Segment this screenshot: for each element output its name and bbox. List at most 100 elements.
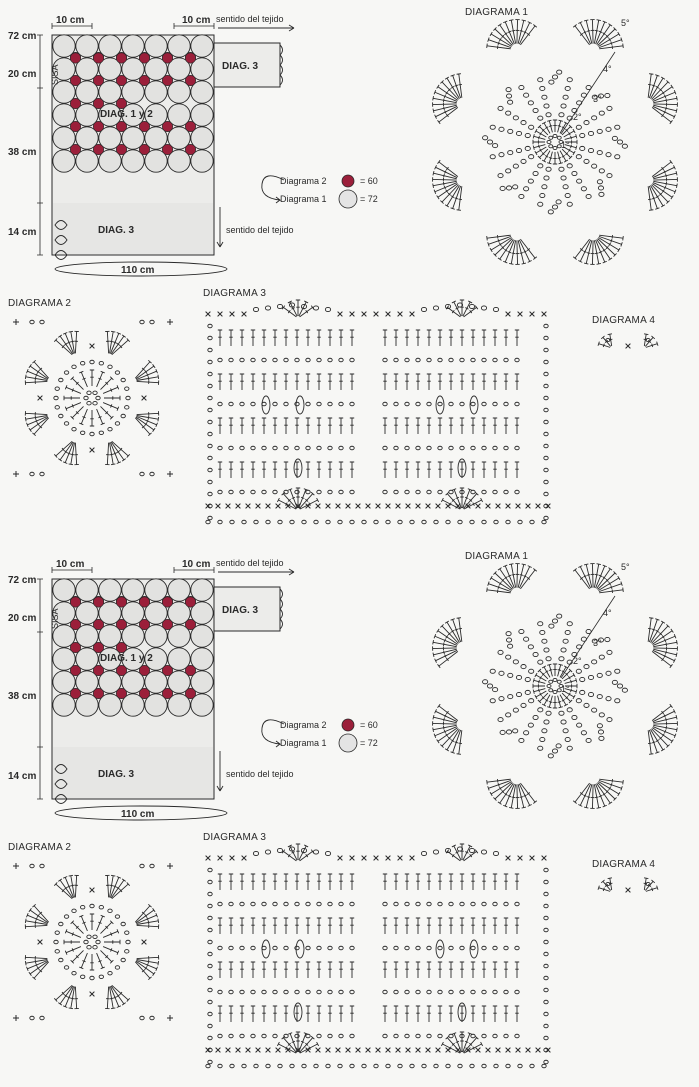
double-crochet-mark bbox=[250, 1005, 256, 1022]
motif-circle-diagrama-1 bbox=[98, 103, 122, 127]
chain-stitch-mark bbox=[71, 364, 77, 370]
chain-stitch-mark bbox=[587, 692, 595, 698]
chain-stitch-mark bbox=[543, 1035, 549, 1041]
chain-stitch-mark bbox=[507, 694, 514, 700]
chain-stitch-mark bbox=[301, 519, 307, 525]
chain-stitch-mark bbox=[543, 927, 549, 933]
chain-stitch-mark bbox=[98, 905, 104, 910]
dim-line-top-right bbox=[173, 567, 215, 573]
chain-stitch-mark bbox=[313, 519, 319, 525]
motif-circle-diagrama-1 bbox=[167, 693, 191, 717]
motif-circle-diagrama-1 bbox=[52, 149, 76, 173]
chain-stitch-mark bbox=[505, 1063, 511, 1069]
chain-stitch-mark bbox=[560, 175, 567, 181]
double-crochet-mark bbox=[239, 329, 245, 346]
double-crochet-mark bbox=[515, 240, 520, 265]
double-crochet-mark bbox=[53, 984, 73, 1002]
chain-stitch-mark bbox=[556, 135, 562, 140]
diagrama-1-title: DIAGRAMA 1 bbox=[465, 551, 528, 562]
chain-stitch-mark bbox=[562, 184, 569, 190]
chain-stitch-mark bbox=[433, 1063, 439, 1069]
single-crochet-mark bbox=[141, 395, 147, 401]
motif-circle-diagrama-2 bbox=[70, 688, 82, 700]
double-crochet-mark bbox=[338, 1005, 344, 1022]
chain-stitch-mark bbox=[597, 185, 605, 191]
single-crochet-mark bbox=[625, 343, 631, 349]
diagrama-4-chart: DIAGRAMA 4 bbox=[592, 315, 659, 349]
chain-stitch-mark bbox=[470, 489, 476, 495]
chain-stitch-mark bbox=[305, 901, 311, 907]
double-crochet-mark bbox=[64, 402, 82, 411]
single-crochet-mark bbox=[625, 887, 631, 893]
chain-stitch-mark bbox=[505, 93, 513, 99]
single-crochet-mark bbox=[485, 1047, 491, 1053]
chain-stitch-mark bbox=[89, 431, 95, 437]
chain-stitch-mark bbox=[558, 139, 564, 145]
double-crochet-mark bbox=[24, 374, 48, 381]
single-crochet-mark bbox=[535, 1047, 541, 1053]
double-crochet-mark bbox=[583, 19, 593, 44]
chain-stitch-mark bbox=[555, 199, 562, 205]
double-crochet-mark bbox=[58, 985, 74, 1006]
legend-arrow bbox=[261, 719, 285, 748]
cluster-stitch-mark bbox=[295, 395, 305, 415]
chain-stitch-mark bbox=[562, 638, 569, 644]
double-crochet-mark bbox=[492, 917, 498, 934]
double-crochet-mark bbox=[111, 882, 131, 900]
double-crochet-mark bbox=[432, 170, 457, 180]
double-crochet-mark bbox=[486, 587, 511, 594]
motif-circle-diagrama-1 bbox=[167, 624, 191, 648]
legend-label: Diagrama 1 bbox=[280, 738, 327, 748]
chain-stitch-mark bbox=[470, 901, 476, 907]
double-crochet-mark bbox=[283, 1005, 289, 1022]
chain-stitch-mark bbox=[596, 179, 603, 185]
single-crochet-mark bbox=[397, 311, 403, 317]
double-crochet-mark bbox=[517, 784, 527, 809]
chain-stitch-mark bbox=[551, 74, 559, 80]
double-crochet-mark bbox=[434, 105, 458, 119]
chain-stitch-mark bbox=[415, 401, 421, 407]
chain-stitch-mark bbox=[63, 421, 70, 426]
chain-stitch-mark bbox=[543, 371, 549, 377]
chain-stitch-mark bbox=[207, 1035, 213, 1041]
legend-swatch-dark bbox=[341, 174, 355, 188]
double-crochet-mark bbox=[136, 955, 160, 960]
double-crochet-mark bbox=[503, 417, 509, 434]
motif-circle-diagrama-1 bbox=[144, 80, 168, 104]
double-crochet-mark bbox=[434, 649, 458, 663]
chain-stitch-mark bbox=[276, 303, 284, 310]
double-crochet-mark bbox=[561, 148, 573, 160]
chain-stitch-mark bbox=[338, 401, 344, 407]
chain-stitch-mark bbox=[207, 347, 213, 353]
chain-stitch-mark bbox=[492, 401, 498, 407]
chain-stitch-mark bbox=[507, 99, 514, 105]
double-crochet-mark bbox=[481, 1005, 487, 1022]
chain-stitch-mark bbox=[217, 1063, 223, 1069]
single-crochet-mark bbox=[241, 855, 247, 861]
motif-circle-diagrama-1 bbox=[121, 57, 145, 81]
chain-stitch-mark bbox=[95, 939, 101, 945]
single-crochet-mark bbox=[535, 503, 541, 509]
double-crochet-mark bbox=[598, 37, 623, 49]
double-crochet-mark bbox=[102, 929, 120, 938]
double-crochet-mark bbox=[305, 329, 311, 346]
chain-stitch-mark bbox=[587, 130, 595, 136]
motif-circle-diagrama-2 bbox=[162, 619, 174, 631]
chain-stitch-mark bbox=[149, 1015, 155, 1021]
double-crochet-mark bbox=[537, 148, 549, 160]
chain-stitch-mark bbox=[566, 201, 573, 207]
chain-stitch-mark bbox=[520, 664, 527, 670]
diag3-bottom-label: DIAG. 3 bbox=[98, 769, 135, 780]
single-crochet-mark bbox=[361, 311, 367, 317]
double-crochet-mark bbox=[598, 779, 623, 791]
single-crochet-mark bbox=[375, 1047, 381, 1053]
double-crochet-mark bbox=[448, 1005, 454, 1022]
double-crochet-mark bbox=[261, 373, 267, 390]
single-crochet-mark bbox=[255, 503, 261, 509]
double-crochet-mark bbox=[451, 844, 462, 861]
chain-stitch-mark bbox=[98, 361, 104, 366]
double-crochet-mark bbox=[489, 237, 512, 253]
double-crochet-mark bbox=[393, 329, 399, 346]
motif-circle-diagrama-2 bbox=[162, 75, 174, 87]
single-crochet-mark bbox=[395, 503, 401, 509]
